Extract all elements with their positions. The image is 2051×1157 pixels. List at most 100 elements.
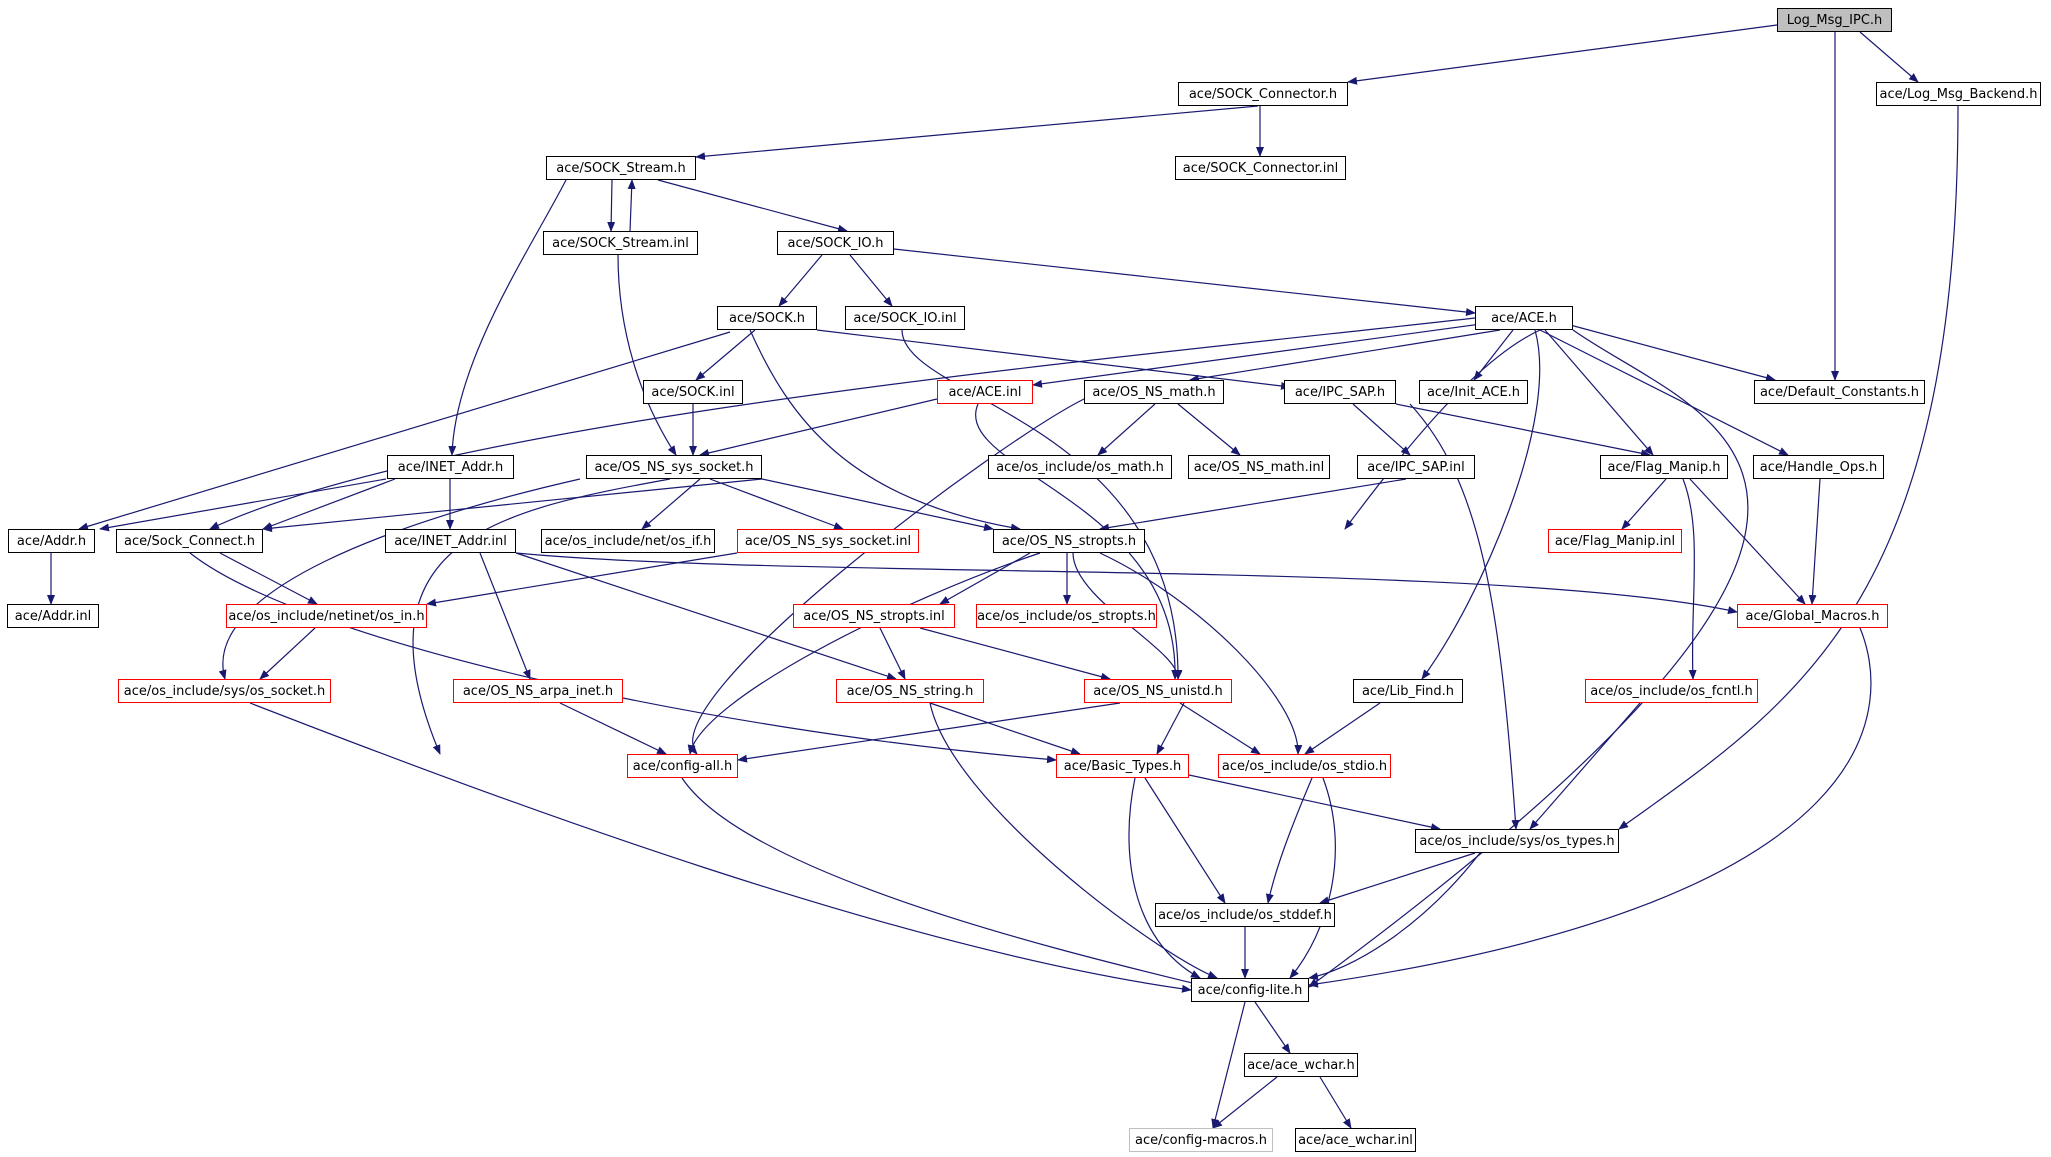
dependency-edge bbox=[249, 702, 1192, 993]
node-sock-h[interactable]: ace/SOCK.h bbox=[717, 306, 817, 330]
dependency-edge bbox=[687, 552, 1041, 755]
dependency-edge bbox=[1539, 329, 1789, 456]
node-sock-stream-h[interactable]: ace/SOCK_Stream.h bbox=[546, 156, 696, 180]
node-os-include-os-stddef-h[interactable]: ace/os_include/os_stddef.h bbox=[1155, 903, 1335, 927]
node-log-msg-backend-h[interactable]: ace/Log_Msg_Backend.h bbox=[1876, 82, 2041, 106]
dependency-edge bbox=[262, 478, 763, 533]
dependency-edge bbox=[448, 179, 567, 456]
node-os-include-os-stropts-h[interactable]: ace/os_include/os_stropts.h bbox=[976, 604, 1157, 628]
dependency-edge bbox=[699, 398, 938, 457]
node-os-ns-math-h[interactable]: ace/OS_NS_math.h bbox=[1084, 380, 1224, 404]
dependency-edge bbox=[1409, 403, 1520, 830]
dependency-edge bbox=[607, 179, 616, 232]
node-os-ns-sys-socket-h[interactable]: ace/OS_NS_sys_socket.h bbox=[586, 455, 762, 479]
dependency-edge bbox=[929, 702, 1218, 979]
dependency-edge bbox=[816, 329, 1291, 390]
node-addr-h[interactable]: ace/Addr.h bbox=[8, 529, 95, 553]
dependency-edge bbox=[1099, 552, 1303, 755]
node-flag-manip-h[interactable]: ace/Flag_Manip.h bbox=[1600, 455, 1728, 479]
node-ace-inl[interactable]: ace/ACE.inl bbox=[937, 380, 1033, 404]
node-sock-inl[interactable]: ace/SOCK.inl bbox=[643, 380, 743, 404]
node-flag-manip-inl[interactable]: ace/Flag_Manip.inl bbox=[1548, 529, 1682, 553]
node-os-include-netinet-os-in-h[interactable]: ace/os_include/netinet/os_in.h bbox=[226, 604, 427, 628]
dependency-edge bbox=[849, 254, 893, 307]
dependency-edge bbox=[1099, 478, 1407, 532]
node-log-msg-ipc-h[interactable]: Log_Msg_IPC.h bbox=[1777, 8, 1892, 32]
dependency-edge bbox=[749, 329, 1021, 532]
dependency-edge bbox=[1558, 321, 1776, 382]
dependency-edge bbox=[737, 702, 1121, 763]
node-os-include-net-os-if-h[interactable]: ace/os_include/net/os_if.h bbox=[541, 529, 715, 553]
node-inet-addr-inl[interactable]: ace/INET_Addr.inl bbox=[385, 529, 516, 553]
dependency-edge bbox=[1211, 1001, 1246, 1129]
dependency-edge bbox=[1156, 702, 1185, 755]
node-ipc-sap-inl[interactable]: ace/IPC_SAP.inl bbox=[1357, 455, 1475, 479]
node-os-ns-stropts-h[interactable]: ace/OS_NS_stropts.h bbox=[993, 529, 1145, 553]
node-sock-connector-h[interactable]: ace/SOCK_Connector.h bbox=[1178, 82, 1348, 106]
dependency-edge bbox=[761, 478, 994, 532]
node-config-all-h[interactable]: ace/config-all.h bbox=[627, 754, 738, 778]
dependency-edge bbox=[1319, 852, 1476, 905]
node-init-ace-h[interactable]: ace/Init_ACE.h bbox=[1419, 380, 1528, 404]
node-basic-types-h[interactable]: ace/Basic_Types.h bbox=[1056, 754, 1189, 778]
dependency-edge bbox=[1395, 403, 1651, 458]
dependency-edge bbox=[681, 777, 1201, 987]
node-os-ns-unistd-h[interactable]: ace/OS_NS_unistd.h bbox=[1084, 679, 1232, 703]
node-ipc-sap-h[interactable]: ace/IPC_SAP.h bbox=[1284, 380, 1396, 404]
node-addr-inl[interactable]: ace/Addr.inl bbox=[7, 604, 99, 628]
dependency-edge bbox=[1682, 478, 1697, 680]
dependency-edge bbox=[919, 627, 1111, 681]
dependency-edge bbox=[1859, 31, 1919, 83]
node-os-ns-string-h[interactable]: ace/OS_NS_string.h bbox=[836, 679, 984, 703]
dependency-edge bbox=[975, 403, 1180, 680]
node-os-ns-math-inl[interactable]: ace/OS_NS_math.inl bbox=[1188, 455, 1330, 479]
dependency-edge bbox=[78, 331, 731, 531]
node-config-lite-h[interactable]: ace/config-lite.h bbox=[1191, 978, 1309, 1002]
dependency-edge bbox=[641, 478, 701, 530]
dependency-edge bbox=[1304, 702, 1381, 755]
dependency-edge bbox=[479, 552, 531, 680]
node-default-constants-h[interactable]: ace/Default_Constants.h bbox=[1754, 380, 1925, 404]
node-config-macros-h[interactable]: ace/config-macros.h bbox=[1129, 1128, 1273, 1152]
dependency-edge bbox=[1421, 329, 1541, 680]
dependency-edge bbox=[1319, 1076, 1352, 1129]
node-handle-ops-h[interactable]: ace/Handle_Ops.h bbox=[1753, 455, 1884, 479]
node-os-include-sys-os-socket-h[interactable]: ace/os_include/sys/os_socket.h bbox=[118, 679, 331, 703]
dependency-edge bbox=[1265, 777, 1313, 904]
dependency-edge bbox=[515, 552, 897, 680]
dependency-edge bbox=[1347, 24, 1778, 85]
dependency-edge bbox=[879, 627, 906, 680]
dependency-edge bbox=[189, 552, 1057, 764]
node-os-include-sys-os-types-h[interactable]: ace/os_include/sys/os_types.h bbox=[1415, 829, 1619, 853]
node-lib-find-h[interactable]: ace/Lib_Find.h bbox=[1353, 679, 1463, 703]
dependency-edge bbox=[1529, 702, 1641, 830]
node-os-ns-sys-socket-inl[interactable]: ace/OS_NS_sys_socket.inl bbox=[737, 529, 919, 553]
node-inet-addr-h[interactable]: ace/INET_Addr.h bbox=[387, 455, 514, 479]
node-sock-connector-inl[interactable]: ace/SOCK_Connector.inl bbox=[1175, 156, 1346, 180]
node-os-ns-arpa-inet-h[interactable]: ace/OS_NS_arpa_inet.h bbox=[453, 679, 623, 703]
node-os-ns-stropts-inl[interactable]: ace/OS_NS_stropts.inl bbox=[793, 604, 955, 628]
node-sock-io-inl[interactable]: ace/SOCK_IO.inl bbox=[845, 306, 965, 330]
node-sock-connect-h[interactable]: ace/Sock_Connect.h bbox=[116, 529, 263, 553]
dependency-edge bbox=[627, 179, 636, 232]
dependency-edge bbox=[1544, 329, 1654, 456]
dependency-edge bbox=[657, 179, 848, 233]
node-ace-wchar-inl[interactable]: ace/ace_wchar.inl bbox=[1295, 1128, 1416, 1152]
node-sock-stream-inl[interactable]: ace/SOCK_Stream.inl bbox=[543, 231, 698, 255]
node-sock-io-h[interactable]: ace/SOCK_IO.h bbox=[777, 231, 894, 255]
node-global-macros-h[interactable]: ace/Global_Macros.h bbox=[1737, 604, 1888, 628]
dependency-edge bbox=[1308, 329, 1749, 988]
dependency-edge bbox=[1621, 478, 1667, 530]
node-os-include-os-fcntl-h[interactable]: ace/os_include/os_fcntl.h bbox=[1585, 679, 1758, 703]
dependency-edge bbox=[1344, 329, 1541, 530]
node-ace-h[interactable]: ace/ACE.h bbox=[1475, 306, 1573, 330]
dependency-edge bbox=[1254, 1001, 1291, 1054]
dependency-edge bbox=[1189, 329, 1501, 383]
dependency-edge bbox=[1308, 627, 1872, 988]
dependency-edge bbox=[1352, 403, 1411, 456]
node-os-include-os-math-h[interactable]: ace/os_include/os_math.h bbox=[988, 455, 1172, 479]
node-ace-wchar-h[interactable]: ace/ace_wchar.h bbox=[1244, 1053, 1358, 1077]
node-os-include-os-stdio-h[interactable]: ace/os_include/os_stdio.h bbox=[1218, 754, 1391, 778]
dependency-edge bbox=[1689, 478, 1806, 605]
